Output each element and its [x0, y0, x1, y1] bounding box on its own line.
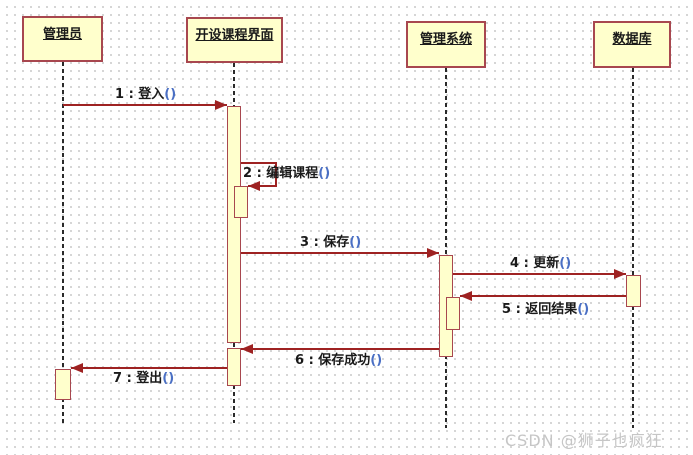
message-text-7: 7 : 登出: [113, 371, 163, 386]
message-line-7: [71, 367, 227, 369]
message-line-1: [63, 104, 227, 106]
message-parens-2: (): [318, 166, 331, 181]
csdn-watermark: CSDN @狮子也疯狂: [505, 431, 663, 450]
message-parens-7: (): [162, 371, 175, 386]
actor-label-course-ui: 开设课程界面: [195, 28, 274, 43]
message-line-2-right: [275, 162, 277, 187]
lifeline-admin: [62, 62, 64, 424]
message-label-7: 7 : 登出(): [113, 371, 174, 386]
message-line-2-bottom: [248, 185, 277, 187]
message-text-2: 2 : 编辑课程: [243, 166, 319, 181]
actor-box-database: 数据库: [593, 21, 671, 68]
message-text-5: 5 : 返回结果: [502, 302, 578, 317]
message-parens-4: (): [559, 256, 572, 271]
message-line-3: [241, 252, 439, 254]
arrowhead-left-6: [241, 344, 253, 354]
message-text-1: 1 : 登入: [115, 87, 165, 102]
message-line-6: [241, 348, 439, 350]
message-parens-1: (): [164, 87, 177, 102]
message-parens-6: (): [370, 353, 383, 368]
message-line-4: [453, 273, 626, 275]
actor-label-admin: 管理员: [42, 27, 82, 42]
message-label-4: 4 : 更新(): [510, 256, 571, 271]
lifeline-database: [632, 68, 634, 428]
actor-box-admin: 管理员: [22, 16, 103, 62]
activation-course-ui-end: [227, 348, 241, 386]
message-text-4: 4 : 更新: [510, 256, 560, 271]
activation-admin: [55, 369, 71, 400]
actor-box-mgmt-system: 管理系统: [406, 21, 486, 68]
activation-mgmt-system-nested: [446, 297, 460, 330]
lifeline-mgmt-system: [445, 68, 447, 428]
message-label-5: 5 : 返回结果(): [502, 302, 589, 317]
message-text-3: 3 : 保存: [300, 235, 350, 250]
actor-box-course-ui: 开设课程界面: [186, 17, 283, 63]
arrowhead-left-5: [460, 291, 472, 301]
activation-database: [626, 275, 641, 307]
activation-course-ui-main: [227, 106, 241, 343]
activation-course-ui-self: [234, 186, 248, 218]
message-label-1: 1 : 登入(): [115, 87, 176, 102]
actor-label-mgmt-system: 管理系统: [419, 32, 472, 47]
message-label-6: 6 : 保存成功(): [295, 353, 382, 368]
arrowhead-right-1: [215, 100, 227, 110]
arrowhead-left-7: [71, 363, 83, 373]
arrowhead-right-4: [614, 269, 626, 279]
message-line-2-top: [241, 162, 277, 164]
message-label-2: 2 : 编辑课程(): [243, 166, 330, 181]
message-text-6: 6 : 保存成功: [295, 353, 371, 368]
message-parens-5: (): [577, 302, 590, 317]
arrowhead-left-2: [248, 181, 260, 191]
message-label-3: 3 : 保存(): [300, 235, 361, 250]
actor-label-database: 数据库: [612, 32, 652, 47]
message-parens-3: (): [349, 235, 362, 250]
message-line-5: [460, 295, 626, 297]
arrowhead-right-3: [427, 248, 439, 258]
